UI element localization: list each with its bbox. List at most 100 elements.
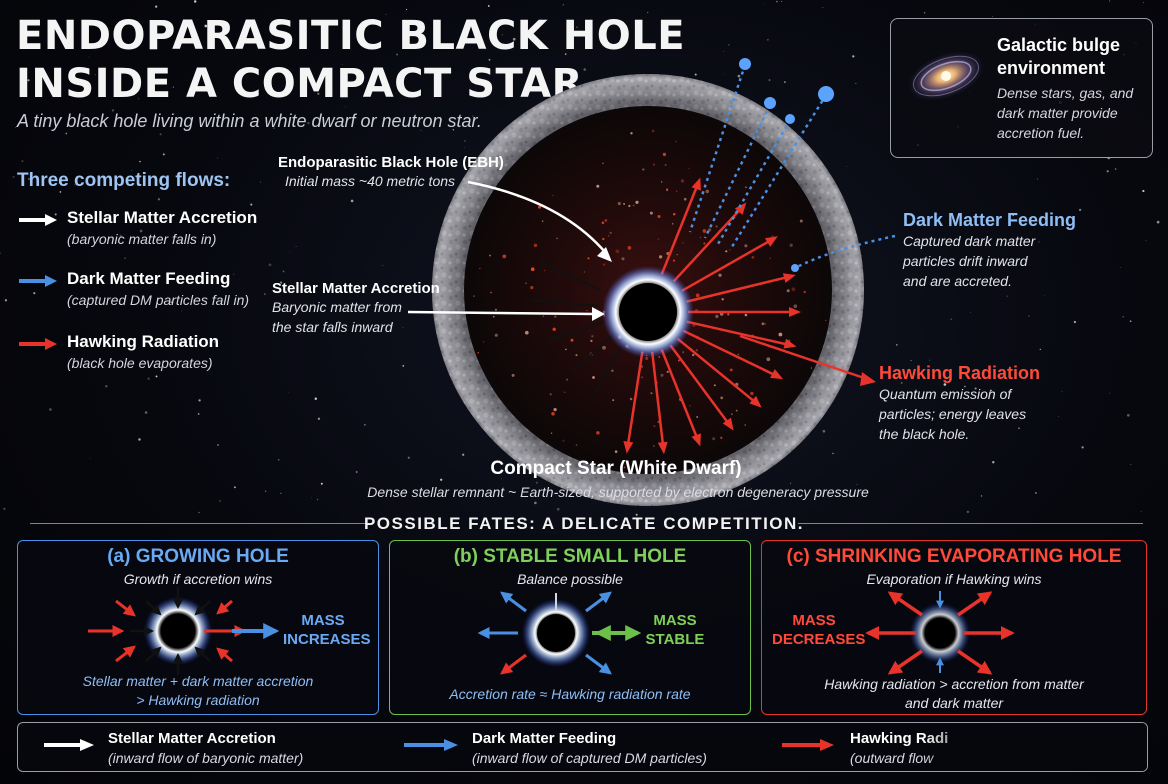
star-dot xyxy=(147,377,150,381)
star-dot xyxy=(737,74,741,78)
star-dot xyxy=(1120,267,1122,268)
interior-particle xyxy=(566,378,569,381)
star-dot xyxy=(280,492,282,494)
interior-particle xyxy=(556,237,558,240)
star-dot xyxy=(822,7,824,9)
dm-title: Dark Matter Feeding xyxy=(903,210,1077,230)
interior-particle xyxy=(751,256,755,259)
interior-particle xyxy=(630,132,633,135)
interior-particle xyxy=(721,298,724,301)
star-dot xyxy=(910,359,912,361)
star-dot xyxy=(1018,427,1020,429)
interior-particle xyxy=(607,234,610,237)
interior-particle xyxy=(570,338,574,342)
star-dot xyxy=(980,495,983,497)
interior-particle xyxy=(612,399,615,402)
interior-particle xyxy=(623,466,626,469)
hawking-ray xyxy=(669,344,733,429)
interior-particle xyxy=(810,367,813,369)
star-dot xyxy=(217,444,219,446)
interior-particle xyxy=(691,353,695,357)
shrinking-hole-diagram xyxy=(865,591,1015,675)
interior-particle xyxy=(764,323,766,325)
star-dot xyxy=(214,341,216,343)
interior-particle xyxy=(530,267,535,272)
star-dot xyxy=(694,73,697,76)
fate-growing-hole: (a) GROWING HOLE Growth if accretion win… xyxy=(17,540,379,715)
star-dot xyxy=(250,203,253,206)
callout-arrowhead xyxy=(592,307,605,321)
star-dot xyxy=(343,518,345,520)
fate-stable-hole: (b) STABLE SMALL HOLE Balance possible M… xyxy=(389,540,751,715)
interior-particle xyxy=(502,254,507,259)
star-dot xyxy=(776,0,778,3)
interior-particle xyxy=(737,353,740,356)
interior-particle xyxy=(761,322,765,326)
interior-particle xyxy=(769,257,771,259)
fates-heading: POSSIBLE FATES: A DELICATE COMPETITION. xyxy=(363,514,805,533)
interior-particle xyxy=(705,189,710,194)
interior-particle xyxy=(660,181,663,183)
fate-c-mass-line-1: MASS xyxy=(792,612,836,629)
star-dot xyxy=(790,482,792,484)
star-dot xyxy=(832,452,834,455)
star-dot xyxy=(264,490,267,492)
star-dot xyxy=(137,98,140,100)
star-dot xyxy=(463,139,466,142)
star-dot xyxy=(4,299,8,302)
hawking-ray-head xyxy=(764,236,778,247)
interior-particle xyxy=(664,163,667,166)
bottom-legend: Stellar Matter Accretion (inward flow of… xyxy=(17,722,1148,772)
interior-particle xyxy=(659,255,663,259)
fate-c-sub: Evaporation if Hawking wins xyxy=(866,571,1042,587)
interior-particle xyxy=(552,327,556,331)
dm-sub-2: particles drift inward xyxy=(903,253,1028,269)
star-dot xyxy=(1039,348,1041,351)
star-dot xyxy=(1156,220,1160,224)
interior-particle xyxy=(825,319,827,322)
star-dot xyxy=(1114,168,1117,170)
star-dot xyxy=(314,397,318,400)
fates-rule-right xyxy=(798,523,1143,524)
hawking-ray-head xyxy=(691,177,701,191)
bottom-legend-sub: (inward flow of baryonic matter) xyxy=(108,750,304,766)
star-dot xyxy=(1140,510,1142,513)
interior-particle xyxy=(525,282,527,284)
interior-particle xyxy=(703,242,706,245)
flow-label: Hawking Radiation xyxy=(67,332,220,351)
dm-sub-1: Captured dark matter xyxy=(903,233,1036,249)
dm-particle xyxy=(739,58,751,70)
star-dot xyxy=(402,364,405,367)
star-dot xyxy=(723,73,724,75)
interior-particle xyxy=(682,351,685,354)
hawking-title: Hawking Radiation xyxy=(879,363,1041,383)
interior-particle xyxy=(614,450,618,453)
star-dot xyxy=(635,513,638,516)
star-dot xyxy=(1006,295,1008,297)
star-dot xyxy=(964,385,966,388)
star-dot xyxy=(316,498,319,501)
star-dot xyxy=(295,246,297,247)
star-dot xyxy=(1035,492,1037,494)
dm-particle xyxy=(818,86,834,102)
star-dot xyxy=(341,63,343,65)
star-dot xyxy=(233,486,236,489)
star-dot xyxy=(970,312,971,313)
interior-particle xyxy=(623,202,626,205)
star-dot xyxy=(943,383,947,386)
interior-particle xyxy=(650,392,653,395)
dm-particle xyxy=(785,114,795,124)
interior-particle xyxy=(591,335,594,338)
star-dot xyxy=(1036,178,1039,180)
star-dot xyxy=(54,213,57,216)
hawking-sub-3: the black hole. xyxy=(879,426,970,442)
star-dot xyxy=(783,81,786,84)
interior-particle xyxy=(718,273,722,277)
hawking-ray xyxy=(676,337,761,407)
star-dot xyxy=(1078,208,1082,212)
hawking-ray xyxy=(650,351,665,452)
star-dot xyxy=(172,86,174,88)
interior-particle xyxy=(554,315,557,318)
star-dot xyxy=(535,481,538,484)
star-dot xyxy=(344,106,346,108)
